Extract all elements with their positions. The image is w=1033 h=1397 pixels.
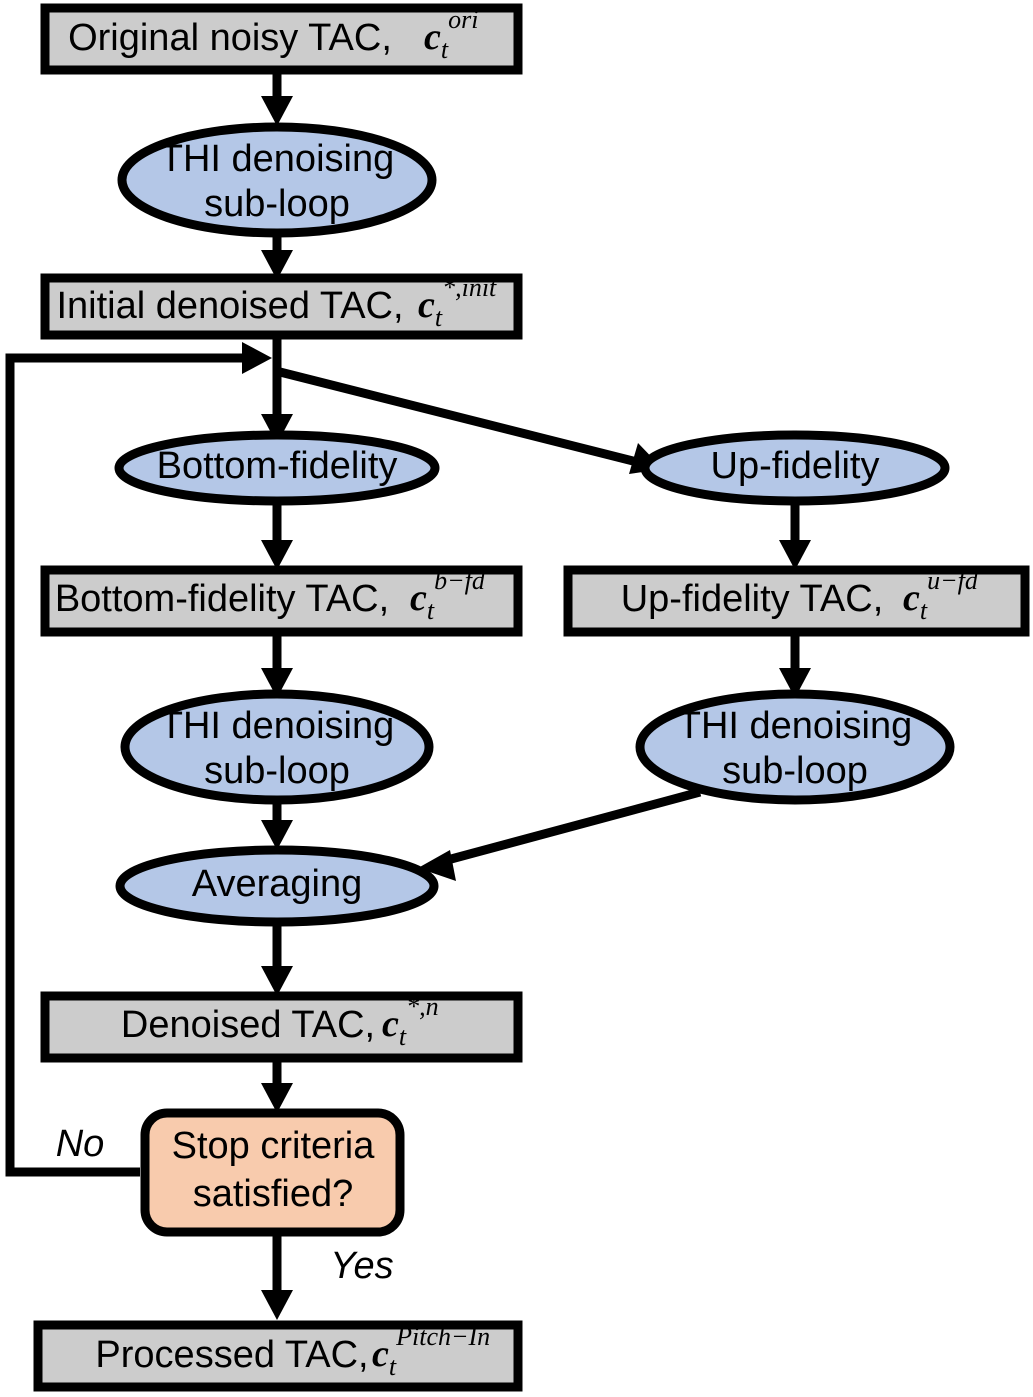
node-initial-label: Initial denoised TAC,	[56, 285, 403, 327]
node-thi-denoising-subloop-1[interactable]: THI denoising sub-loop	[117, 122, 437, 238]
node-stop-criteria[interactable]: Stop criteria satisfied?	[140, 1108, 405, 1237]
node-thi-denoising-subloop-2[interactable]: THI denoising sub-loop	[120, 689, 434, 805]
node-stopcriteria-line1: Stop criteria	[172, 1125, 376, 1167]
node-processed-label: Processed TAC,	[95, 1334, 368, 1376]
node-initial-superscript: *,init	[442, 273, 497, 302]
svg-text:ct*,init: ct*,init	[418, 273, 497, 332]
node-uptac-label: Up-fidelity TAC,	[621, 578, 884, 620]
node-up-fidelity-tac[interactable]: Up-fidelity TAC, ctu−fd	[563, 565, 1030, 637]
node-up-fidelity[interactable]: Up-fidelity	[640, 430, 950, 506]
node-initial-subscript: t	[435, 303, 443, 332]
edge-stopcriteria-to-processed	[261, 1232, 293, 1320]
edge-thi2-to-averaging	[261, 800, 293, 850]
edge-bottomtac-to-thi2	[261, 632, 293, 698]
node-initial-denoised-tac[interactable]: Initial denoised TAC, ct*,init	[40, 273, 523, 340]
svg-text:Bottom-fidelity TAC,: Bottom-fidelity TAC,	[55, 578, 389, 620]
node-denoised-label: Denoised TAC,	[121, 1004, 375, 1046]
edge-uptac-to-thi3	[779, 632, 811, 698]
node-uptac-symbol: c	[903, 577, 920, 619]
node-original-subscript: t	[441, 35, 449, 64]
edge-initial-to-bottom-fidelity	[261, 335, 293, 444]
node-up-fidelity-label: Up-fidelity	[711, 445, 880, 487]
node-bottom-fidelity-label: Bottom-fidelity	[157, 445, 398, 487]
node-denoised-tac[interactable]: Denoised TAC, ct*,n	[40, 991, 523, 1063]
node-original-noisy-tac[interactable]: Original noisy TAC, ctori	[40, 3, 523, 75]
svg-text:ct*,n: ct*,n	[382, 992, 439, 1051]
node-thi2-line1: THI denoising	[160, 705, 394, 747]
node-uptac-superscript: u−fd	[927, 566, 979, 595]
node-uptac-subscript: t	[920, 596, 928, 625]
edge-thi3-to-averaging	[418, 787, 702, 881]
node-bottomtac-symbol: c	[410, 577, 427, 619]
node-averaging[interactable]: Averaging	[115, 845, 439, 927]
node-stopcriteria-line2: satisfied?	[193, 1173, 354, 1215]
node-original-label: Original noisy TAC,	[68, 17, 392, 59]
node-averaging-label: Averaging	[192, 863, 362, 905]
svg-text:Original noisy TAC,: Original noisy TAC,	[68, 17, 392, 59]
svg-text:ctu−fd: ctu−fd	[903, 566, 979, 625]
node-denoised-symbol: c	[382, 1003, 399, 1045]
edge-label-no: No	[56, 1123, 105, 1165]
edge-label-yes: Yes	[330, 1245, 393, 1287]
node-original-symbol: c	[424, 16, 441, 58]
node-thi3-line1: THI denoising	[678, 705, 912, 747]
node-processed-superscript: Pitch−In	[395, 1322, 490, 1351]
svg-text:ctori: ctori	[424, 5, 478, 64]
svg-text:Denoised TAC,: Denoised TAC,	[121, 1004, 375, 1046]
node-original-superscript: ori	[448, 5, 478, 34]
node-thi1-line2: sub-loop	[204, 183, 350, 225]
svg-text:Initial denoised TAC,: Initial denoised TAC,	[56, 285, 403, 327]
node-thi3-line2: sub-loop	[722, 750, 868, 792]
edge-denoised-to-stopcriteria	[261, 1058, 293, 1113]
node-bottomtac-subscript: t	[427, 596, 435, 625]
svg-text:ctb−fd: ctb−fd	[410, 566, 486, 625]
node-thi1-line1: THI denoising	[160, 138, 394, 180]
edge-upfidelity-to-tac	[779, 500, 811, 570]
node-thi2-line2: sub-loop	[204, 750, 350, 792]
svg-text:Up-fidelity TAC,: Up-fidelity TAC,	[621, 578, 884, 620]
node-bottom-fidelity[interactable]: Bottom-fidelity	[114, 430, 440, 506]
node-processed-tac[interactable]: Processed TAC, ctPitch−In	[33, 1320, 523, 1392]
svg-text:ctPitch−In: ctPitch−In	[372, 1322, 490, 1381]
edge-thi1-to-initial	[261, 233, 293, 280]
node-bottom-fidelity-tac[interactable]: Bottom-fidelity TAC, ctb−fd	[40, 565, 523, 637]
edge-feedback-loop-no	[5, 342, 272, 1177]
edge-original-to-thi1	[261, 70, 293, 126]
edge-bottomfidelity-to-tac	[261, 500, 293, 570]
node-thi-denoising-subloop-3[interactable]: THI denoising sub-loop	[635, 689, 955, 805]
node-denoised-superscript: *,n	[406, 992, 439, 1021]
svg-text:Processed TAC,: Processed TAC,	[95, 1334, 368, 1376]
node-bottomtac-label: Bottom-fidelity TAC,	[55, 578, 389, 620]
node-denoised-subscript: t	[399, 1022, 407, 1051]
edge-averaging-to-denoised	[261, 922, 293, 996]
node-bottomtac-superscript: b−fd	[434, 566, 486, 595]
node-processed-subscript: t	[389, 1352, 397, 1381]
node-processed-symbol: c	[372, 1333, 389, 1375]
node-initial-symbol: c	[418, 284, 435, 326]
